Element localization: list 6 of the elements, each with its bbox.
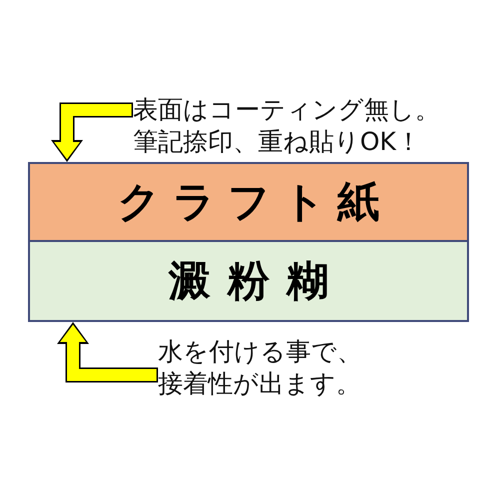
layer-label: 澱粉糊 [167, 257, 346, 305]
note-text: 表面はコーティング無し。筆記捺印、重ね貼りOK！ [133, 94, 445, 158]
note-text: 水を付ける事で、接着性が出ます。 [158, 336, 364, 400]
layer-label: クラフト紙 [116, 178, 392, 226]
layer-band [28, 242, 469, 322]
layer-band [28, 162, 469, 242]
